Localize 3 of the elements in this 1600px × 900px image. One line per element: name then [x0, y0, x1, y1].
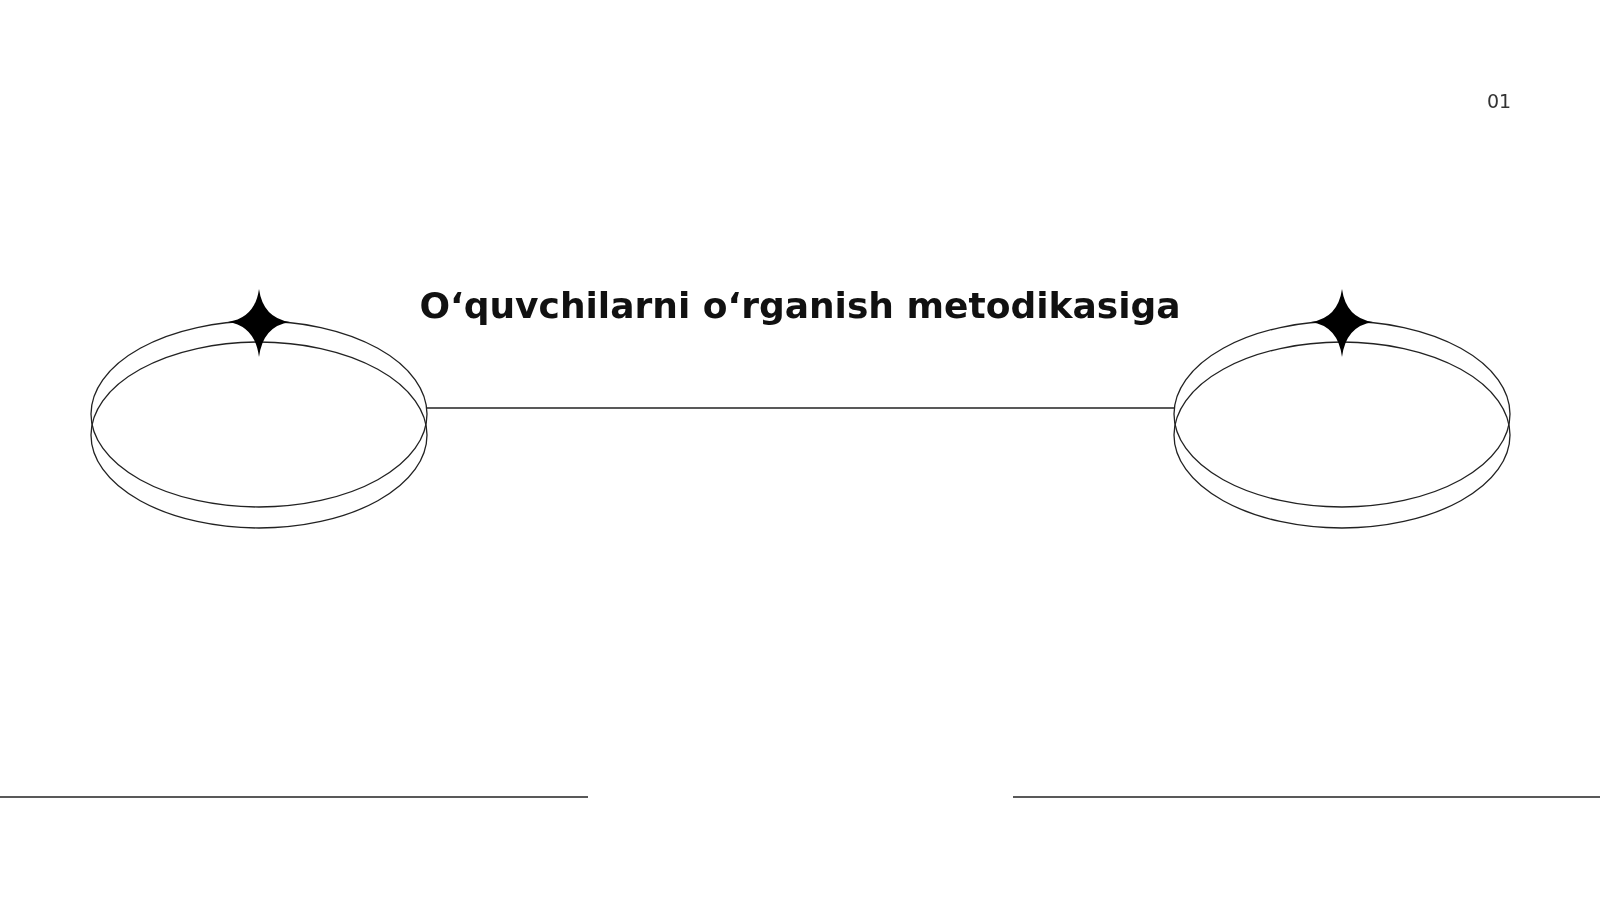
title: O‘quvchilarni o‘rganish metodikasiga: [418, 284, 1182, 328]
page-number: 01: [1487, 90, 1512, 112]
connector-line: [426, 407, 1175, 409]
